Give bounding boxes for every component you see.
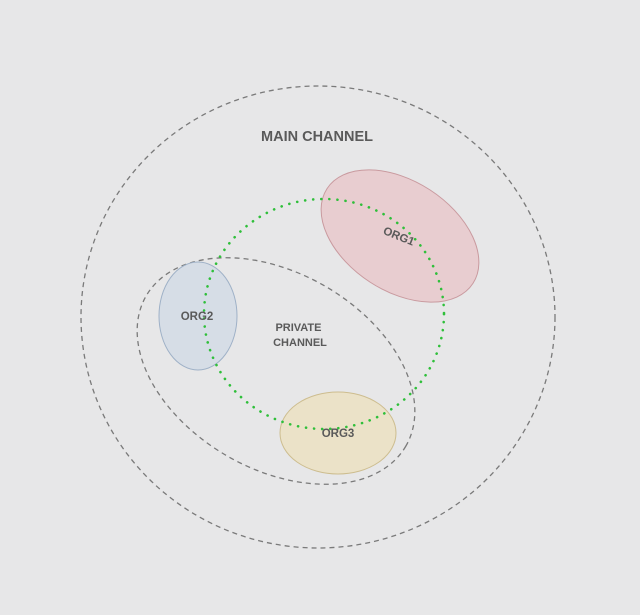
org1-node[interactable] [297,142,503,329]
private-channel-label-line1: PRIVATE [275,322,321,334]
org3-label: ORG3 [322,428,355,440]
org-connection-ring [202,197,446,431]
org2-node[interactable] [158,261,238,371]
private-channel-label: PRIVATE CHANNEL [273,322,327,349]
org3-node[interactable] [279,391,397,475]
main-channel-boundary [80,85,556,549]
private-channel-boundary [136,257,416,485]
main-channel-label: MAIN CHANNEL [261,129,373,145]
private-channel-label-line2: CHANNEL [273,337,327,349]
org2-label: ORG2 [181,311,214,323]
